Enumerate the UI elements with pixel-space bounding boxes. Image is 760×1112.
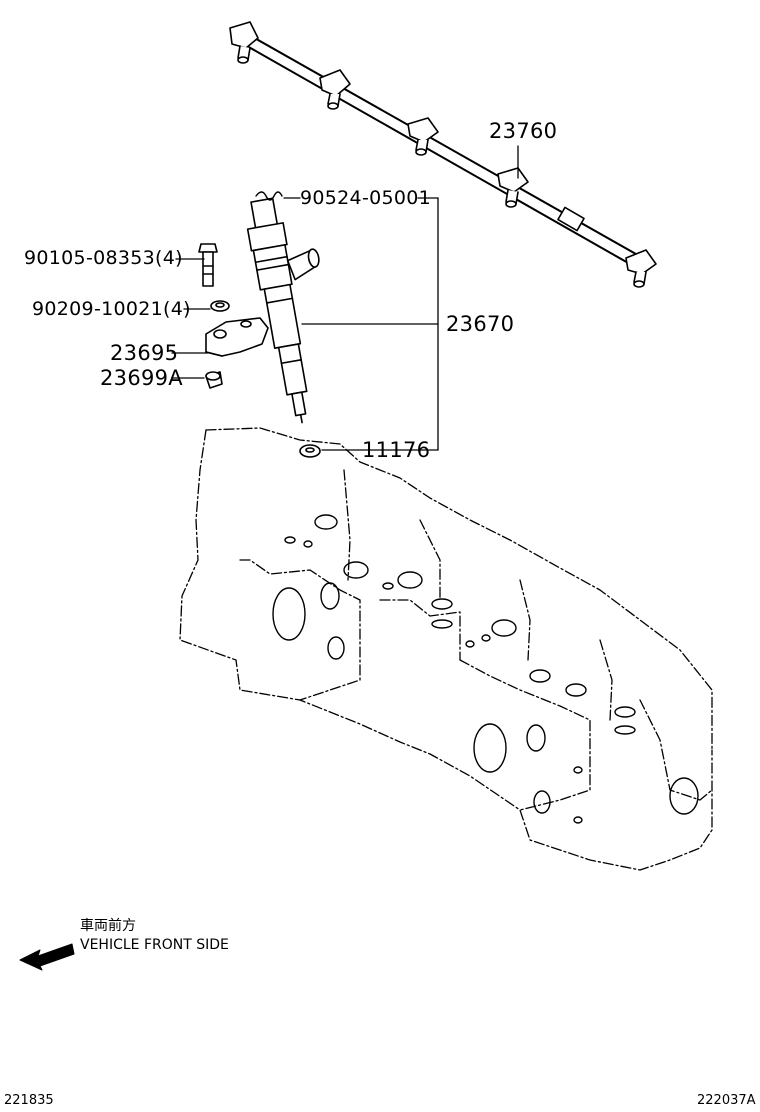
direction-label-en: VEHICLE FRONT SIDE xyxy=(80,937,229,953)
part-label-23695: 23695 xyxy=(110,341,179,365)
fuel-rail-pipe xyxy=(229,21,657,288)
rail-junction-2 xyxy=(407,117,439,156)
part-label-11176: 11176 xyxy=(362,438,431,462)
rail-end-right xyxy=(625,249,657,288)
part-label-90524-05001: 90524-05001 xyxy=(300,187,432,209)
washer-part xyxy=(210,300,230,312)
part-label-23760: 23760 xyxy=(489,119,558,143)
bolt-part xyxy=(198,243,218,287)
part-label-90209-10021: 90209-10021(4) xyxy=(32,298,191,320)
arrow-left-icon xyxy=(19,943,75,971)
direction-label-jp: 車両前方 xyxy=(80,918,136,934)
rail-junction-3 xyxy=(497,167,529,208)
rail-junction-1 xyxy=(319,69,351,110)
part-label-23699A: 23699A xyxy=(100,366,183,390)
gasket-part xyxy=(299,444,321,458)
cylinder-head-ports xyxy=(272,514,699,824)
fuel-injector xyxy=(246,197,320,424)
harness-clip-squiggle xyxy=(255,191,283,201)
footer-left-code: 221835 xyxy=(4,1093,54,1108)
injector-clamp xyxy=(205,317,269,357)
rail-end-left xyxy=(229,21,259,64)
cylinder-head-outline xyxy=(179,427,713,871)
footer-right-code: 222037A xyxy=(697,1093,756,1108)
plug-part xyxy=(205,371,223,389)
leader-lines xyxy=(171,145,519,451)
part-label-90105-08353: 90105-08353(4) xyxy=(24,247,183,269)
part-label-23670: 23670 xyxy=(446,312,515,336)
